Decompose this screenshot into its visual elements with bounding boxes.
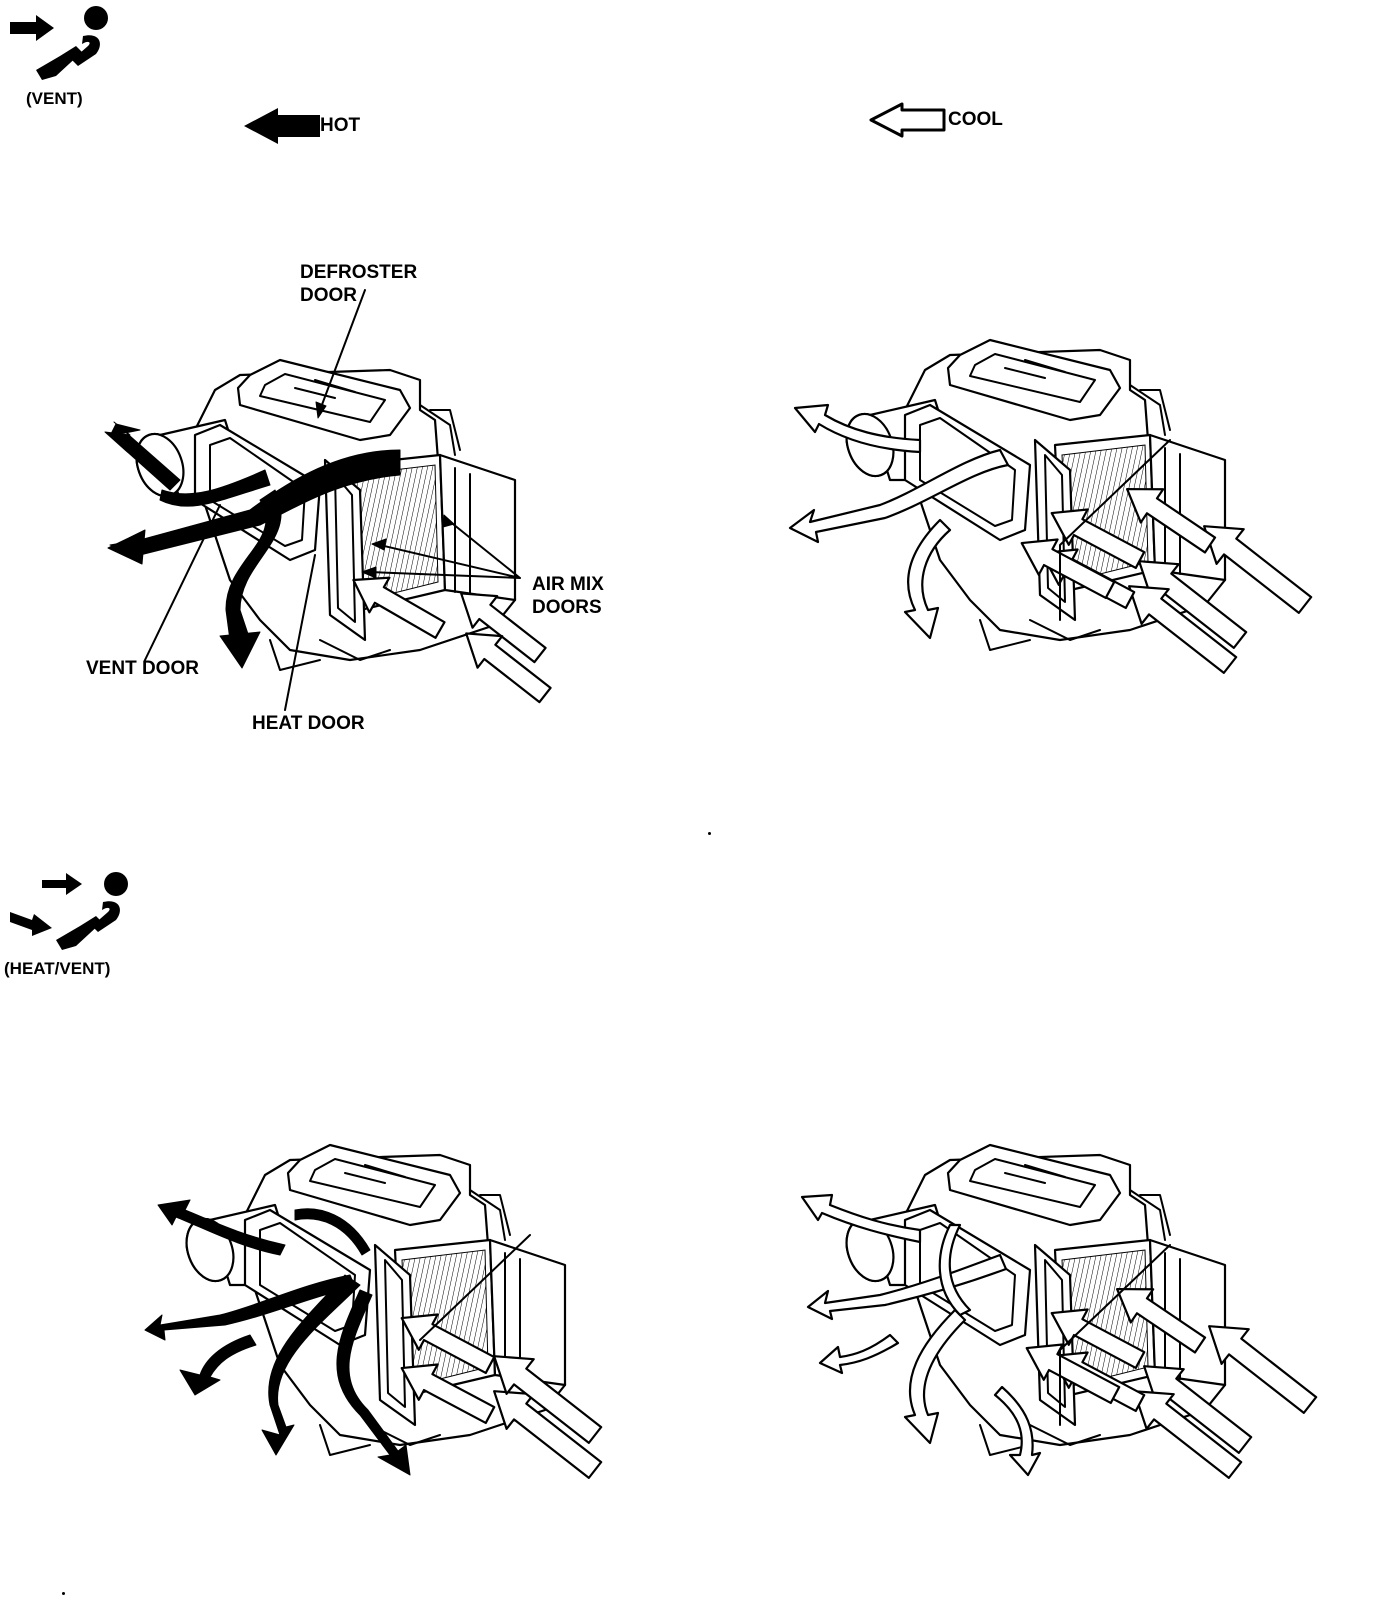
heater-unit-vent-cool — [788, 338, 1320, 684]
heater-unit-heatvent-hot — [144, 1143, 610, 1489]
cool-legend-label: COOL — [948, 109, 1003, 130]
cool-arrow-icon — [869, 102, 946, 138]
heater-unit-vent-hot — [104, 289, 559, 712]
vent-door-callout: VENT DOOR — [86, 658, 199, 679]
vent-mode-icon — [10, 6, 108, 80]
heat-door-callout: HEAT DOOR — [252, 713, 365, 734]
vent-mode-label: (VENT) — [26, 89, 83, 108]
stray-dot — [708, 832, 711, 835]
stray-dot-bottom — [62, 1592, 65, 1595]
heater-unit-heatvent-cool — [800, 1143, 1325, 1489]
air-mix-doors-callout: AIR MIX DOORS — [532, 574, 604, 619]
hot-arrow-icon — [244, 108, 320, 144]
heat-vent-mode-label: (HEAT/VENT) — [4, 959, 111, 978]
heat-vent-mode-icon — [10, 872, 128, 950]
defroster-door-callout: DEFROSTER DOOR — [300, 262, 418, 307]
hot-legend-label: HOT — [320, 115, 361, 136]
